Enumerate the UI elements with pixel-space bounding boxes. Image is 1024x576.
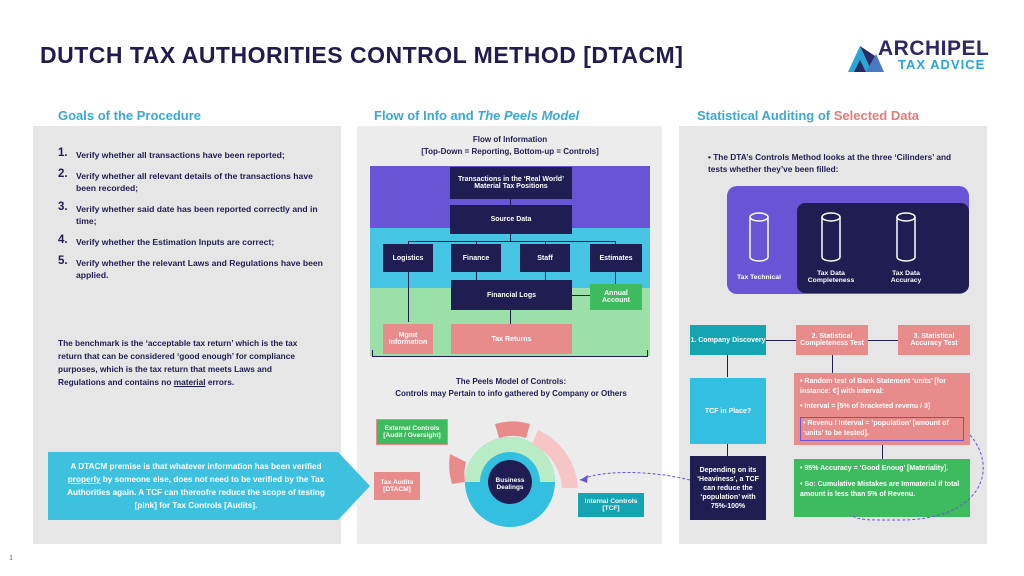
goal-number: 3. [58, 201, 68, 213]
goal-text: Verify whether the Estimation Inputs are… [76, 237, 275, 247]
staff-box: Staff [520, 244, 570, 272]
goal-item: 5. Verify whether the relevant Laws and R… [58, 255, 328, 281]
step-accuracy-test: 3. Statistical Accuracy Test [898, 325, 970, 355]
accuracy-box: • 95% Accuracy = ‘Good Enoug’ [Materiali… [794, 459, 970, 517]
benchmark-emphasis: material [173, 377, 206, 387]
estimates-box: Estimates [590, 244, 642, 272]
tax-returns-box: Tax Returns [451, 324, 572, 354]
goal-item: 1. Verify whether all transactions have b… [58, 147, 328, 161]
flow-subtitle-2: [Top-Down = Reporting, Bottom-up = Contr… [421, 147, 599, 156]
stat-heading: Statistical Auditing of Selected Data [697, 108, 919, 123]
peels-model-diagram [449, 421, 578, 527]
cylinder-icon [749, 212, 769, 262]
logistics-box: Logistics [383, 244, 433, 272]
cyl-accuracy-label: Tax Data Accuracy [890, 270, 922, 284]
callout-text: A DTACM premise is that whatever informa… [58, 460, 334, 512]
pink-segment-right [532, 430, 578, 488]
callout-arrow-shape [48, 452, 370, 520]
goal-text: Verify whether the relevant Laws and Reg… [76, 258, 323, 280]
goal-text: Verify whether all relevant details of t… [76, 171, 313, 193]
goal-number: 1. [58, 147, 68, 159]
cylinder-icon [896, 212, 916, 262]
cyl-tax-technical-label: Tax Technical [737, 273, 781, 281]
stat-intro-text: The DTA’s Controls Method looks at the t… [708, 152, 952, 174]
random-test-line-2: Interval = [5% of bracketed revenu / 3] [804, 403, 931, 410]
financial-logs-box: Financial Logs [451, 280, 572, 310]
step-company-discovery: 1. Company Discovery [690, 325, 766, 355]
flow-heading-part1: Flow of Info and [374, 108, 478, 123]
depending-box: Depending on its ‘Heaviness’, a TCF can … [690, 456, 766, 520]
benchmark-part1: The benchmark is the ‘acceptable tax ret… [58, 338, 298, 387]
stat-intro: • The DTA’s Controls Method looks at the… [708, 152, 952, 174]
random-test-line-3: Revenu / Interval = ‘population’ [amount… [803, 420, 949, 437]
goal-text: Verify whether said date has been report… [76, 204, 318, 226]
mgmt-info-box: Mgmt Information [383, 324, 433, 354]
goals-heading: Goals of the Procedure [58, 108, 202, 123]
goal-item: 4. Verify whether the Estimation Inputs a… [58, 234, 328, 248]
source-data-box: Source Data [450, 205, 572, 234]
stat-heading-part2: Selected Data [833, 108, 920, 123]
business-dealings-label: Business Dealings [495, 477, 525, 491]
finance-box: Finance [451, 244, 501, 272]
goal-text: Verify whether all transactions have bee… [76, 150, 285, 160]
random-test-box: • Random test of Bank Statement ‘units’ … [794, 373, 970, 445]
peels-title-2: Controls may Pertain to info gathered by… [395, 389, 627, 398]
callout-part2: by someone else, does not need to be ver… [67, 475, 325, 510]
page-title: DUTCH TAX AUTHORITIES CONTROL METHOD [DT… [40, 42, 684, 68]
archipel-logo-icon [848, 46, 884, 72]
cylinders-inner [797, 203, 969, 293]
goals-list: 1. Verify whether all transactions have b… [58, 147, 328, 290]
benchmark-part2: errors. [205, 377, 235, 387]
real-world-box: Transactions in the ‘Real World’ Materia… [450, 167, 572, 199]
random-test-line-1: Random test of Bank Statement ‘units’ [f… [800, 378, 946, 395]
flow-heading: Flow of Info and The Peels Model [374, 108, 579, 123]
goal-number: 2. [58, 168, 68, 180]
dashed-connectors [579, 434, 984, 521]
benchmark-text: The benchmark is the ‘acceptable tax ret… [58, 337, 320, 389]
annual-account-box: Annual Account [590, 284, 642, 310]
flow-subtitle-1: Flow of Information [472, 135, 548, 144]
business-core-circle [488, 460, 532, 504]
peels-title-1: The Peels Model of Controls: [455, 377, 567, 386]
cylinder-icon [821, 212, 841, 262]
callout-emphasis: properly [67, 475, 101, 484]
accuracy-line-2: So: Cumulative Mistakes are Immaterial i… [800, 481, 960, 498]
stat-heading-part1: Statistical Auditing of [697, 108, 834, 123]
callout-part1: A DTACM premise is that whatever informa… [70, 462, 322, 471]
goal-item: 3. Verify whether said date has been repo… [58, 201, 328, 227]
step-completeness-test: 2. Statistical Completeness Test [796, 325, 868, 355]
accuracy-line-1: 95% Accuracy = ‘Good Enoug’ [Materiality… [804, 465, 949, 472]
external-controls-box: External Controls [Audit / Oversight] [376, 419, 448, 445]
logo-main-text: ARCHIPEL [878, 37, 990, 60]
cyl-completeness-label: Tax Data Completeness [807, 270, 855, 284]
tcf-in-place-box: TCF in Place? [690, 378, 766, 444]
internal-controls-box: Internal Controls [TCF] [578, 493, 644, 517]
logo-sub-text: TAX ADVICE [898, 57, 986, 72]
pink-segment-left [449, 454, 466, 484]
page-number: 1 [9, 553, 13, 562]
flow-heading-part2: The Peels Model [477, 108, 580, 123]
external-green-ring [465, 437, 555, 482]
tax-audits-box: Tax Audits [DTACM] [374, 472, 420, 500]
goal-number: 4. [58, 234, 68, 246]
goal-number: 5. [58, 255, 68, 267]
goal-item: 2. Verify whether all relevant details of… [58, 168, 328, 194]
pink-segment-top [495, 421, 530, 438]
